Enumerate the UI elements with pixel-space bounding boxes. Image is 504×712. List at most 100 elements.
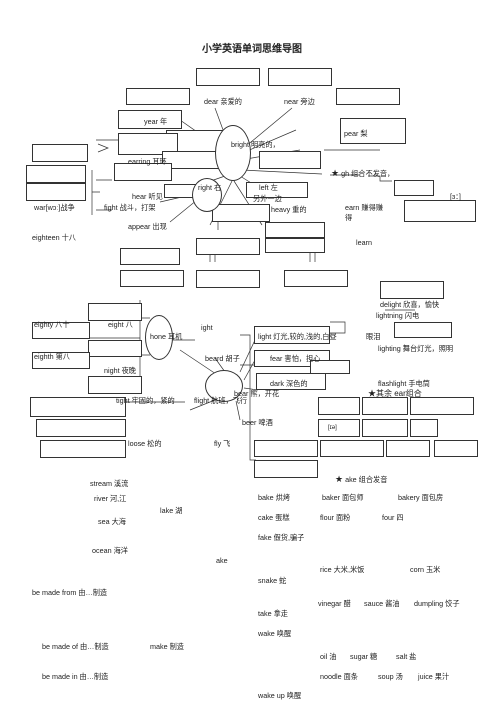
- word-flashlight: flashlight 手电筒: [378, 379, 430, 388]
- blank-box: [26, 165, 86, 183]
- word-war: war[wɔː]战争: [34, 203, 75, 212]
- center-ellipse: [145, 315, 173, 360]
- word-loose: loose 松的: [128, 439, 162, 448]
- blank-box: [394, 180, 434, 196]
- blank-box: [254, 326, 330, 344]
- page-title: 小学英语单词思维导图: [202, 44, 302, 55]
- center-ellipse: [192, 178, 222, 212]
- word-soup: soup 汤: [378, 672, 403, 681]
- blank-box: [265, 238, 325, 253]
- word-take: take 拿走: [258, 609, 288, 618]
- word-stream: stream 溪流: [90, 479, 129, 488]
- blank-box: [340, 118, 406, 144]
- word-flight: flight 航班，飞行: [194, 396, 248, 405]
- blank-box: [256, 373, 326, 390]
- word-near: near 旁边: [284, 97, 315, 106]
- word-earring: earring 耳环: [128, 157, 167, 166]
- word-river: river 河,江: [94, 494, 127, 503]
- blank-box: [336, 88, 400, 105]
- word-sauce: sauce 酱油: [364, 599, 400, 608]
- blank-box: [88, 376, 142, 394]
- blank-box: [380, 281, 444, 299]
- blank-box: [265, 222, 325, 238]
- blank-box: [126, 88, 190, 105]
- word-eighty: eighty 八十: [34, 320, 70, 329]
- blank-box: [394, 322, 452, 338]
- word-ocean: ocean 海洋: [92, 546, 128, 555]
- blank-box: [88, 340, 142, 357]
- word-bright: bright 明亮的，: [231, 140, 280, 149]
- word-lighting: lighting 舞台灯光，照明: [378, 344, 454, 353]
- word-madeof: be made of 由…制造: [42, 642, 109, 651]
- word-tear: 眼泪: [366, 332, 381, 341]
- blank-box: [196, 270, 260, 288]
- word-pear: pear 梨: [344, 129, 368, 138]
- blank-box: [32, 352, 90, 369]
- blank-box: [88, 303, 142, 321]
- word-eighth: eighth 第八: [34, 352, 70, 361]
- word-four: four 四: [382, 513, 404, 522]
- word-baker: baker 面包师: [322, 493, 364, 502]
- word-bake: bake 烘烤: [258, 493, 290, 502]
- word-left: left 左: [259, 183, 278, 192]
- word-year: year 年: [144, 117, 168, 126]
- word-juice: juice 果汁: [418, 672, 450, 681]
- word-cake: cake 蛋糕: [258, 513, 290, 522]
- phonetic: [ɜ：]: [450, 192, 461, 201]
- blank-box: [318, 397, 360, 415]
- blank-box: [32, 144, 88, 162]
- word-eight: eight 八: [108, 320, 133, 329]
- blank-box: [362, 419, 408, 437]
- word-dark: dark 深色的: [270, 379, 308, 388]
- word-sea: sea 大海: [98, 517, 126, 526]
- word-light: light 灯光,较的,浅的,白昼: [258, 332, 337, 341]
- blank-box: [118, 110, 182, 129]
- word-fly: fly 飞: [214, 439, 231, 448]
- word-fear: fear 害怕，担心: [270, 354, 321, 363]
- blank-box: [254, 440, 318, 457]
- word-snake: snake 蛇: [258, 576, 287, 585]
- blank-box: [318, 419, 360, 437]
- ake-header-text: ake 组合发音: [345, 475, 388, 484]
- word-eighteen: eighteen 十八: [32, 233, 76, 242]
- word-vinegar: vinegar 醋: [318, 599, 351, 608]
- blank-box: [259, 151, 321, 169]
- word-salt: salt 盐: [396, 652, 417, 661]
- word-dear: dear 亲爱的: [204, 97, 242, 106]
- gh-header: ★ gh 组合不发音，: [331, 169, 394, 178]
- center-ellipse: [205, 370, 243, 402]
- blank-box: [434, 440, 478, 457]
- word-tight: tight 牢固的，紧的: [116, 396, 175, 405]
- word-madefrom: be made from 由…制造: [32, 588, 108, 597]
- word-corn: corn 玉米: [410, 565, 441, 574]
- word-fake: fake 假货,骗子: [258, 533, 305, 542]
- word-fight: fight 战斗，打架: [104, 203, 156, 212]
- blank-box: [118, 133, 178, 155]
- blank-box: [404, 200, 476, 222]
- word-hone: hone 耳机: [150, 332, 183, 341]
- word-ake: ake: [216, 556, 228, 565]
- word-beer: beer 啤酒: [242, 418, 273, 427]
- star-icon: ★: [331, 168, 340, 178]
- center-ellipse: [215, 125, 251, 181]
- word-sugar: sugar 糖: [350, 652, 378, 661]
- phonetic-ia: [ɪə]: [328, 425, 337, 431]
- ear-header: ★其余 ear组合: [368, 389, 422, 398]
- word-wakeup: wake up 唤醒: [258, 691, 302, 700]
- word-appear: appear 出现: [128, 222, 167, 231]
- blank-box: [268, 68, 332, 86]
- word-learn: learn: [356, 238, 372, 247]
- blank-box: [410, 419, 438, 437]
- blank-box: [30, 397, 126, 417]
- word-wake: wake 唤醒: [258, 629, 292, 638]
- word-rice: rice 大米,米饭: [320, 565, 365, 574]
- blank-box: [120, 270, 184, 287]
- word-ight: ight: [201, 323, 213, 332]
- word-bear: bear 熊，开花: [234, 389, 280, 398]
- word-flour: flour 面粉: [320, 513, 351, 522]
- blank-box: [196, 68, 260, 86]
- word-hear: hear 听见: [132, 192, 163, 201]
- word-noodle: noodle 面条: [320, 672, 358, 681]
- blank-box: [114, 163, 172, 181]
- word-side: 另外一边: [253, 194, 282, 203]
